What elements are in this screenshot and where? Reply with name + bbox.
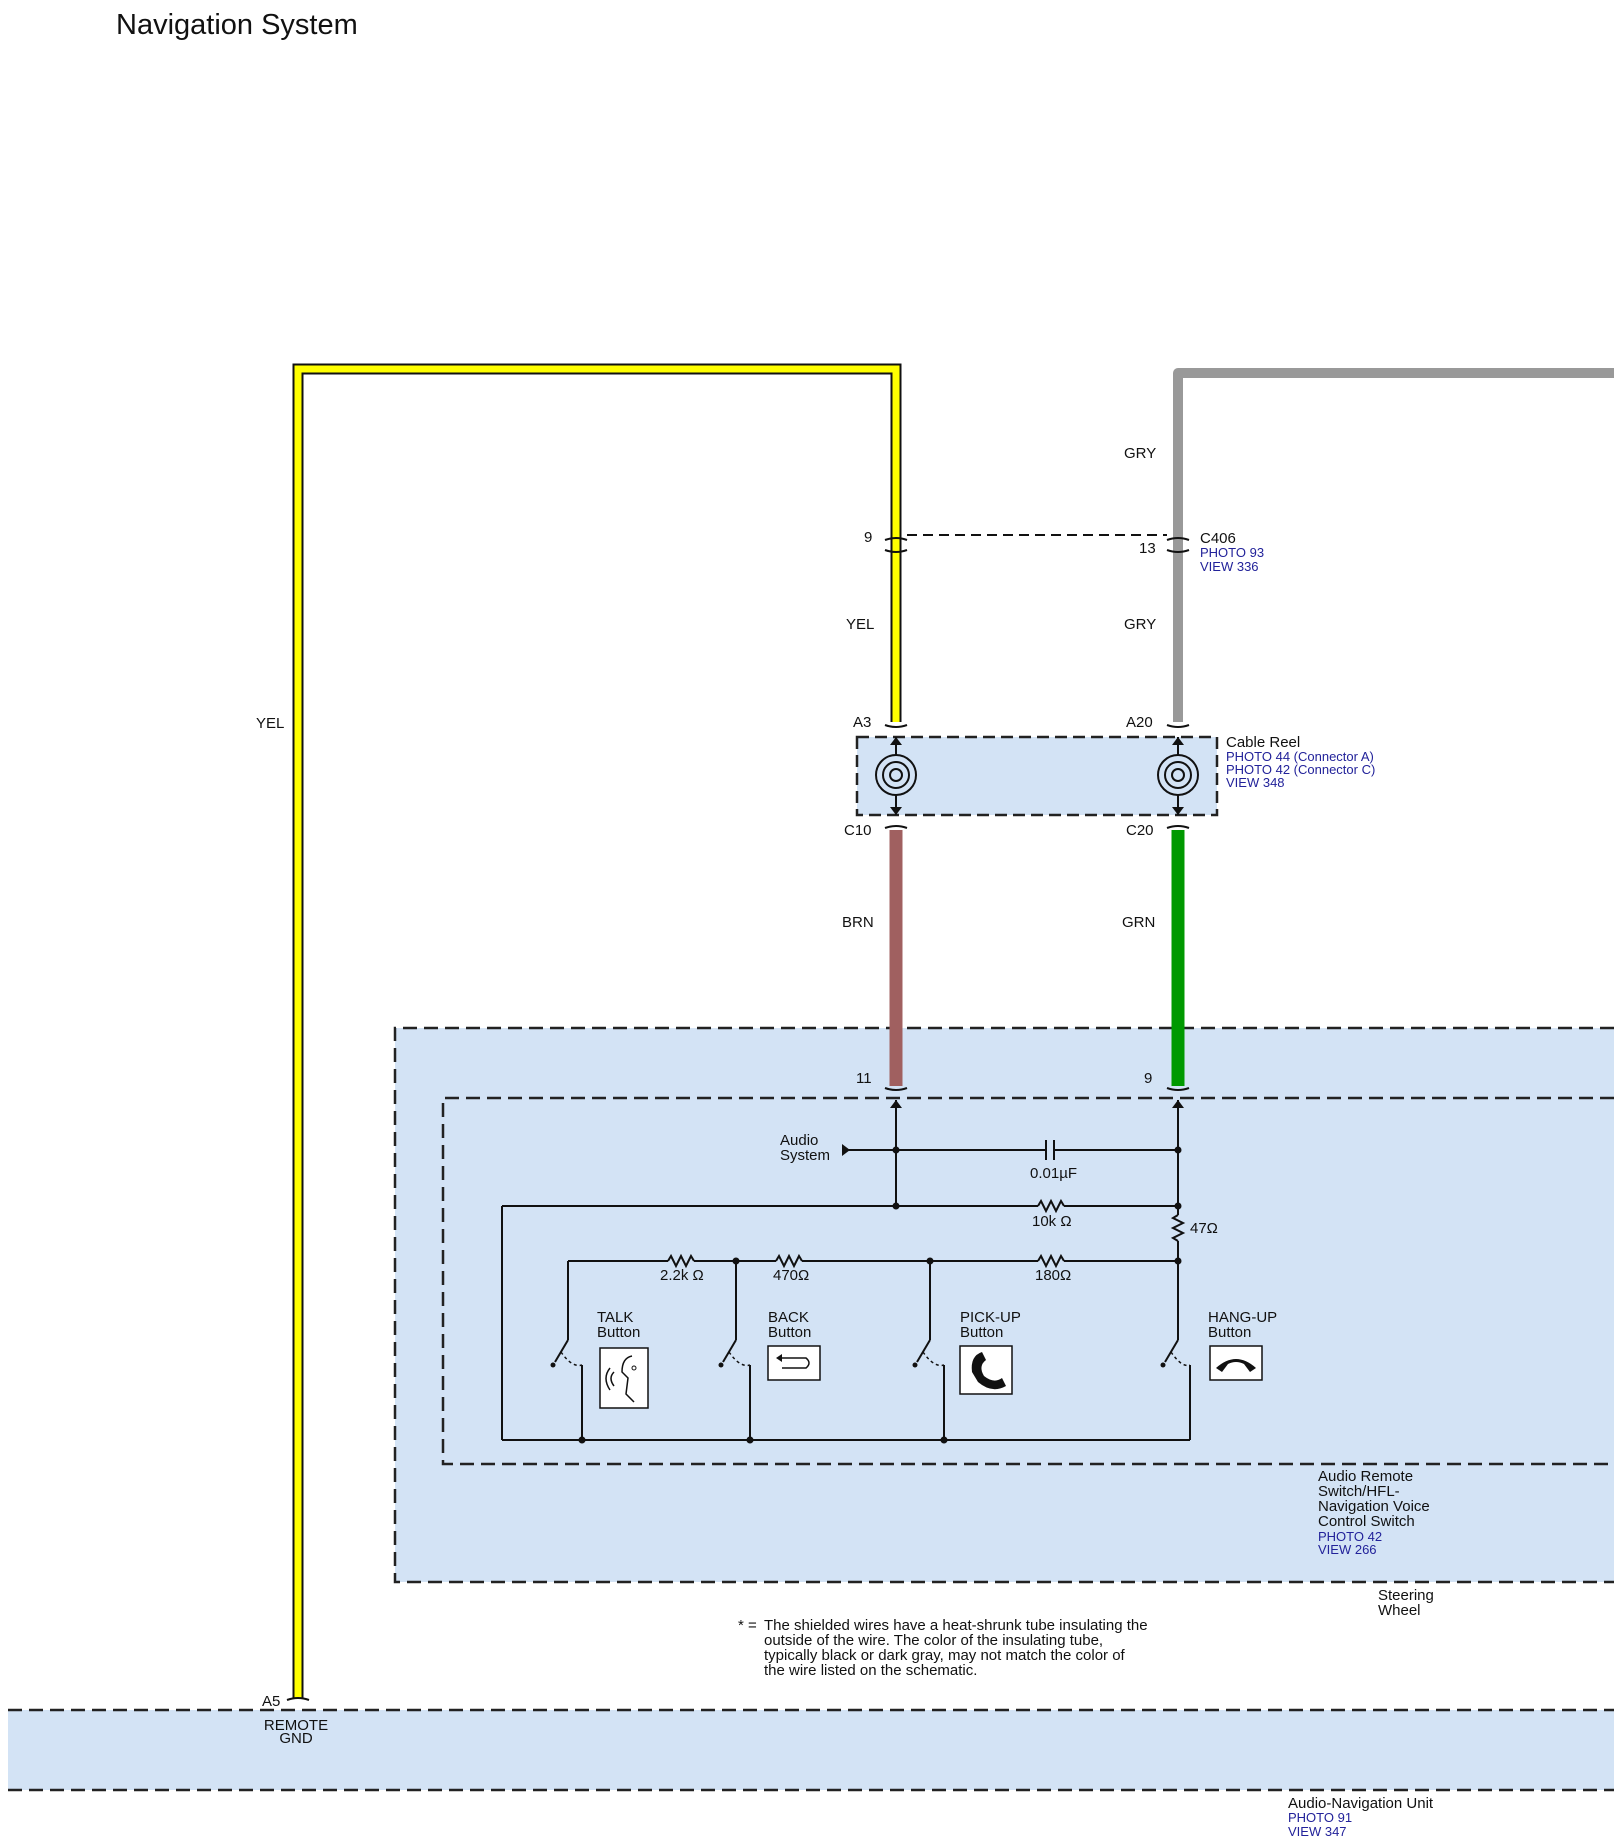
cable-reel-view: VIEW 348 (1226, 775, 1285, 790)
pin-a3: A3 (853, 714, 871, 731)
nav-unit-photo: PHOTO 91 (1288, 1810, 1352, 1825)
capacitor-label: 0.01µF (1030, 1165, 1077, 1182)
c406-view: VIEW 336 (1200, 559, 1259, 574)
steering-wheel-label-1: Steering (1378, 1587, 1434, 1604)
pickup-button-label-2: Button (960, 1324, 1003, 1341)
pin-9: 9 (1144, 1070, 1152, 1087)
pin-c20: C20 (1126, 822, 1154, 839)
yel-wire (294, 365, 900, 1698)
note-line-3: typically black or dark gray, may not ma… (764, 1647, 1126, 1664)
talk-button-label-1: TALK (597, 1309, 633, 1326)
pin-c406-13: 13 (1139, 540, 1156, 557)
wire-label-yel-mid: YEL (846, 616, 874, 633)
resistor-47-label: 47Ω (1190, 1220, 1218, 1237)
hangup-button-label-2: Button (1208, 1324, 1251, 1341)
resistor-2-2k-label: 2.2k Ω (660, 1267, 704, 1284)
voice-talk-icon (599, 1347, 649, 1409)
steering-wheel-box (393, 1026, 1614, 1584)
talk-button-label-2: Button (597, 1324, 640, 1341)
note-line-1: The shielded wires have a heat-shrunk tu… (764, 1617, 1148, 1634)
cable-reel-photo-a: PHOTO 44 (Connector A) (1226, 749, 1374, 764)
pickup-button-label-1: PICK-UP (960, 1309, 1021, 1326)
note-line-4: the wire listed on the schematic. (764, 1662, 977, 1679)
wire-label-grn: GRN (1122, 914, 1155, 931)
resistor-180-label: 180Ω (1035, 1267, 1071, 1284)
audio-system-label-1: Audio (780, 1132, 818, 1149)
wire-label-brn: BRN (842, 914, 874, 931)
nav-unit-name: Audio-Navigation Unit (1288, 1795, 1434, 1812)
remote-gnd-label-1: REMOTE (264, 1717, 328, 1734)
c406-connector (884, 534, 1190, 553)
cable-reel-name: Cable Reel (1226, 734, 1300, 751)
audio-system-label-2: System (780, 1147, 830, 1164)
back-arrow-icon (767, 1345, 821, 1381)
gry-wire (1173, 368, 1614, 722)
nav-unit-view: VIEW 347 (1288, 1824, 1347, 1839)
page-title: Navigation System (116, 9, 358, 41)
note-marker: * = (738, 1617, 757, 1634)
cable-reel-box (855, 735, 1219, 817)
note-line-2: outside of the wire. The color of the in… (764, 1632, 1103, 1649)
switch-unit-name-2: Switch/HFL- (1318, 1483, 1400, 1500)
c406-name: C406 (1200, 530, 1236, 547)
steering-wheel-label-2: Wheel (1378, 1602, 1421, 1619)
remote-gnd-label-2: GND (279, 1730, 313, 1747)
audio-navigation-unit-box (8, 1710, 1614, 1790)
wire-label-gry-top: GRY (1124, 445, 1156, 462)
pin-c406-9: 9 (864, 529, 872, 546)
switch-unit-name-1: Audio Remote (1318, 1468, 1413, 1485)
switch-unit-photo: PHOTO 42 (1318, 1529, 1382, 1544)
cable-reel-internals (875, 724, 1199, 829)
back-button-label-2: Button (768, 1324, 811, 1341)
audio-remote-switch-box (441, 1096, 1614, 1466)
switch-unit-name-3: Navigation Voice (1318, 1498, 1430, 1515)
phone-pickup-icon (959, 1345, 1013, 1395)
phone-hangup-icon (1209, 1345, 1263, 1381)
pin-a20: A20 (1126, 714, 1153, 731)
wire-label-yel-left: YEL (256, 715, 284, 732)
pin-a5: A5 (262, 1693, 280, 1710)
hangup-button-label-1: HANG-UP (1208, 1309, 1277, 1326)
pin-11: 11 (856, 1070, 872, 1087)
cable-reel-photo-c: PHOTO 42 (Connector C) (1226, 762, 1375, 777)
switch-unit-name-4: Control Switch (1318, 1513, 1415, 1530)
pin-c10: C10 (844, 822, 872, 839)
resistor-10k-label: 10k Ω (1032, 1213, 1072, 1230)
wire-label-gry-mid: GRY (1124, 616, 1156, 633)
c406-photo: PHOTO 93 (1200, 545, 1264, 560)
switch-unit-view: VIEW 266 (1318, 1542, 1377, 1557)
back-button-label-1: BACK (768, 1309, 809, 1326)
resistor-470-label: 470Ω (773, 1267, 809, 1284)
switch-circuit (501, 1100, 1191, 1441)
